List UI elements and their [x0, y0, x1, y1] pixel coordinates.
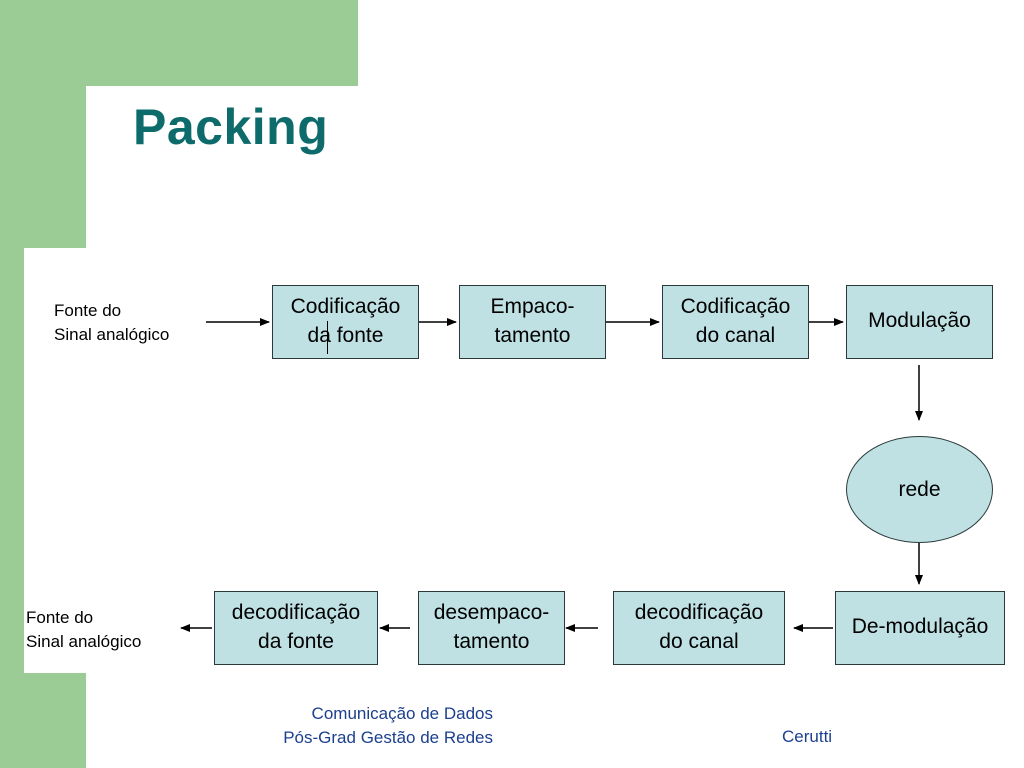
footer-author: Cerutti: [782, 727, 833, 746]
channel-decoding-line2: do canal: [659, 629, 739, 653]
source-decoding-box: decodificação da fonte: [214, 591, 378, 665]
source-coding-box: Codificação da fonte: [272, 285, 419, 359]
slide-title: Packing: [133, 99, 329, 155]
top-source-line1: Fonte do: [54, 301, 122, 320]
source-decoding-line1: decodificação: [231, 600, 361, 624]
source-decoding-line2: da fonte: [258, 629, 334, 653]
modulation-box: Modulação: [846, 285, 993, 359]
footer-program: Pós-Grad Gestão de Redes: [283, 728, 493, 747]
footer-course: Comunicação de Dados: [311, 704, 493, 723]
modulation-label: Modulação: [868, 309, 971, 332]
source-coding-line1: Codificação: [290, 294, 401, 318]
network-label: rede: [898, 477, 941, 501]
channel-decoding-line1: decodificação: [634, 600, 764, 624]
text-cursor: [327, 321, 328, 354]
bottom-destination-line1: Fonte do: [26, 608, 94, 627]
unpacking-box: desempaco-tamento: [418, 591, 565, 665]
channel-decoding-box: decodificação do canal: [613, 591, 785, 665]
diagram-background-strip: [24, 248, 86, 673]
bottom-destination-line2: Sinal analógico: [26, 632, 142, 651]
demodulation-label: De-modulação: [851, 615, 989, 638]
packing-box: Empaco-tamento: [459, 285, 606, 359]
channel-coding-line2: do canal: [695, 323, 776, 347]
channel-coding-box: Codificação do canal: [662, 285, 809, 359]
demodulation-box: De-modulação: [835, 591, 1005, 665]
top-source-line2: Sinal analógico: [54, 325, 170, 344]
channel-coding-line1: Codificação: [680, 294, 791, 318]
top-source-label: Fonte do Sinal analógico: [54, 299, 169, 347]
packing-line1: Empaco-: [490, 294, 575, 318]
green-header-block: [0, 0, 358, 86]
bottom-destination-label: Fonte do Sinal analógico: [26, 606, 141, 654]
source-coding-line2: da fonte: [307, 323, 384, 347]
packing-line2: tamento: [494, 323, 571, 347]
unpacking-line1: desempaco-: [433, 600, 550, 624]
footer-course-info: Comunicação de Dados Pós-Grad Gestão de …: [248, 702, 493, 750]
unpacking-line2: tamento: [453, 629, 530, 653]
network-ellipse: rede: [846, 436, 993, 543]
